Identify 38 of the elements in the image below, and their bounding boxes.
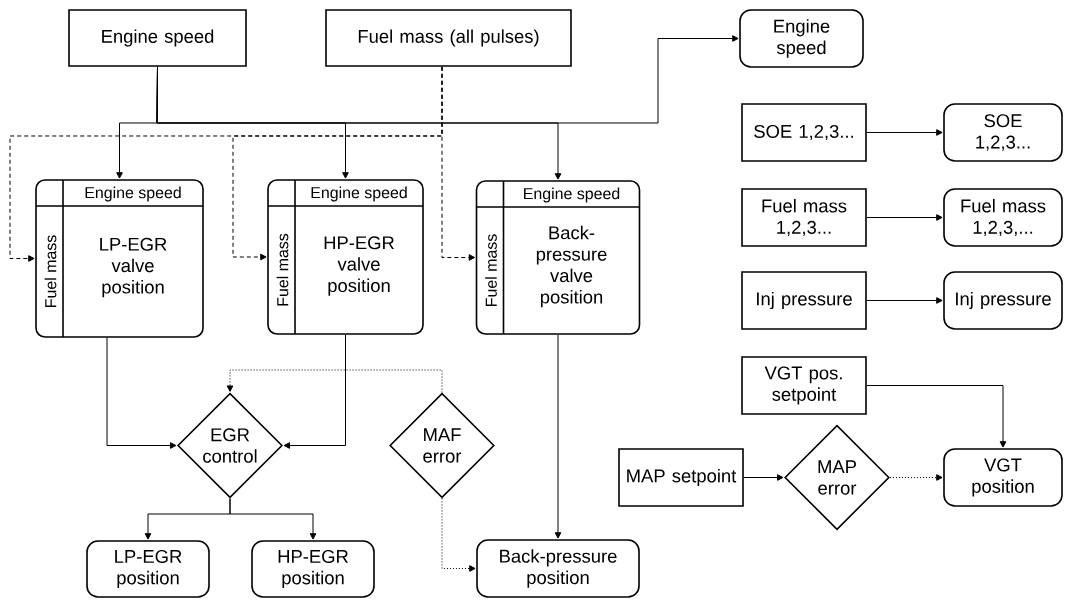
arrow: [156, 35, 739, 124]
output-box: SOE 1,2,3...: [943, 103, 1063, 162]
arrow: [889, 474, 943, 481]
column-header: Engine speed: [524, 187, 620, 203]
input-box: Fuel mass (all pulses): [325, 9, 572, 67]
arrow: [866, 214, 943, 221]
table-title: Back-pressure valve position: [536, 225, 607, 308]
arrow: [866, 129, 943, 136]
arrow: [229, 498, 317, 540]
arrow: [106, 337, 177, 449]
input-box: VGT pos. setpoint: [741, 356, 867, 415]
row-header: Fuel mass: [276, 233, 289, 306]
table-title: LP-EGR valve position: [100, 237, 167, 298]
arrow: [866, 385, 1007, 448]
output-box: Back-pressure position: [476, 539, 640, 598]
arrow: [743, 474, 784, 481]
input-box: SOE 1,2,3...: [741, 103, 867, 162]
arrow: [226, 369, 443, 394]
output-box: Inj pressure: [943, 271, 1063, 330]
input-box: Engine speed: [68, 9, 247, 67]
input-box: MAP setpoint: [618, 448, 744, 507]
table-title: HP-EGR valve position: [324, 236, 394, 296]
output-box: HP-EGR position: [251, 540, 375, 598]
output-box: Engine speed: [739, 9, 864, 68]
row-header: Fuel mass: [485, 234, 497, 306]
output-box: VGT position: [943, 448, 1063, 507]
arrow: [554, 334, 562, 539]
row-header: Fuel mass: [44, 235, 57, 307]
input-box: Fuel mass 1,2,3...: [741, 188, 867, 247]
output-box: LP-EGR position: [86, 540, 210, 598]
arrow: [441, 497, 476, 572]
output-box: Fuel mass 1,2,3,...: [943, 188, 1063, 247]
input-box: Inj pressure: [741, 271, 867, 330]
column-header: Engine speed: [85, 186, 181, 202]
arrow: [441, 66, 476, 261]
arrow: [866, 297, 943, 304]
arrow: [283, 334, 346, 449]
column-header: Engine speed: [311, 186, 407, 202]
